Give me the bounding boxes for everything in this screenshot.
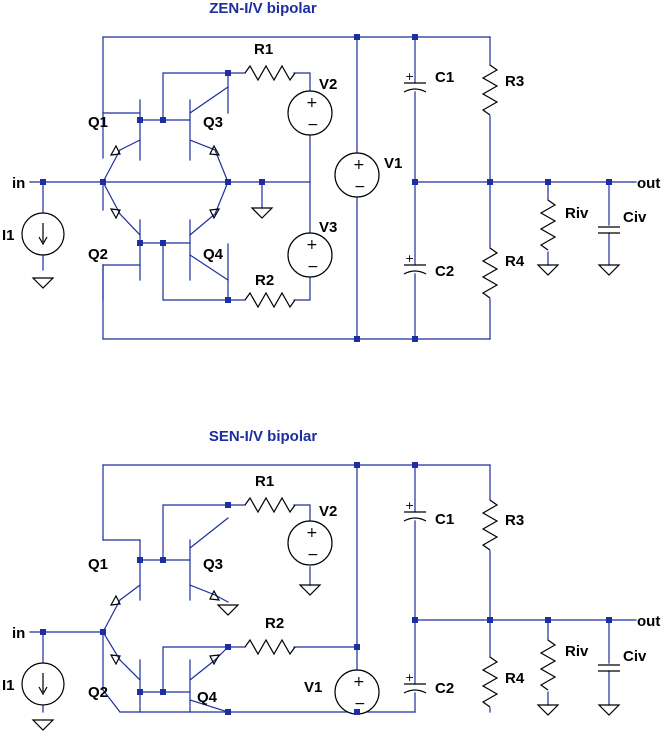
in-label: in [12,175,25,192]
v1-symbol [334,152,380,198]
riv-symbol [540,199,556,251]
q2-label: Q2 [88,246,108,263]
r2-symbol [244,292,296,308]
r2-label: R2 [255,272,274,289]
c2-label: C2 [435,263,454,280]
v2-symbol [287,90,333,136]
ground-icon [598,704,620,716]
v1-label: V1 [384,155,402,172]
v1-symbol [334,669,380,715]
r3-label: R3 [505,73,524,90]
v2-label: V2 [319,76,337,93]
sen-circuit: SEN-I/V bipolar [2,428,660,731]
r4-label: R4 [505,670,525,687]
riv-label: Riv [565,643,589,660]
r4-symbol [482,656,498,708]
c2-label: C2 [435,680,454,697]
r2-label: R2 [265,615,284,632]
ground-icon [598,264,620,276]
v3-label: V3 [319,219,337,236]
r3-label: R3 [505,512,524,529]
r1-symbol [244,65,296,81]
riv-symbol [540,639,556,691]
q3-label: Q3 [203,114,223,131]
v1-label: V1 [304,679,322,696]
i1-label: I1 [2,227,15,244]
i1-symbol [21,662,65,706]
q1-label: Q1 [88,114,108,131]
q4-label: Q4 [203,246,224,263]
c1-label: C1 [435,511,454,528]
q4-label: Q4 [197,689,218,706]
i1-symbol [21,212,65,256]
civ-symbol [597,664,621,672]
ground-icon [537,704,559,716]
out-label: out [637,175,660,192]
r3-symbol [482,499,498,551]
r4-label: R4 [505,253,525,270]
r1-label: R1 [255,473,274,490]
r1-label: R1 [254,41,273,58]
riv-label: Riv [565,205,589,222]
v2-label: V2 [319,503,337,520]
q2-label: Q2 [88,684,108,701]
v3-symbol [287,232,333,278]
q3-label: Q3 [203,556,223,573]
c1-label: C1 [435,69,454,86]
ground-icon [251,207,273,219]
r1-symbol [244,497,296,513]
r2-symbol [244,639,296,655]
r3-symbol [482,64,498,116]
i1-label: I1 [2,677,15,694]
sen-title: SEN-I/V bipolar [209,428,318,445]
in-label: in [12,625,25,642]
civ-label: Civ [623,209,647,226]
r4-symbol [482,247,498,299]
ground-icon [217,604,239,616]
ground-icon [32,719,54,731]
q1-label: Q1 [88,556,108,573]
v2-symbol [287,520,333,566]
ground-icon [537,264,559,276]
zen-circuit: ZEN-I/V bipolar [2,0,660,342]
ground-icon [32,277,54,289]
civ-label: Civ [623,648,647,665]
zen-title: ZEN-I/V bipolar [209,0,317,17]
ground-icon [299,584,321,596]
out-label: out [637,613,660,630]
civ-symbol [597,226,621,234]
